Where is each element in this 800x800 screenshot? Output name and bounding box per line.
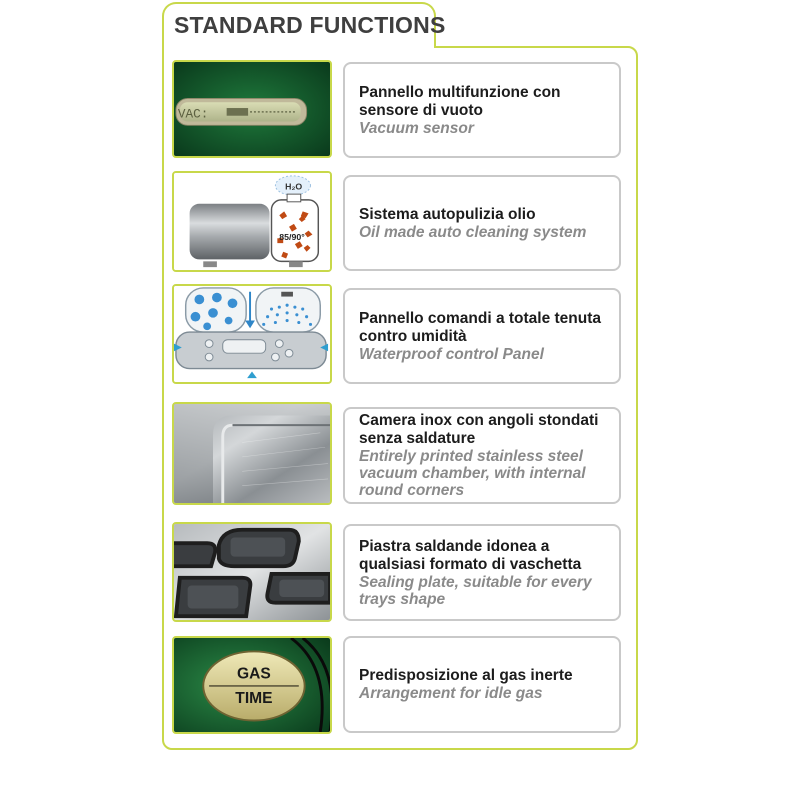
vacuum-display-text: VAC: [178, 108, 208, 122]
tab-joint [164, 44, 434, 50]
feature-title-en: round corners [359, 482, 465, 499]
waterproof-panel-icon [174, 286, 330, 382]
feature-title-en: Waterproof control Panel [359, 345, 544, 363]
stainless-chamber-image [172, 402, 332, 505]
feature-title-it: Pannello multifunzione con [359, 83, 561, 101]
feature-title-it: Sistema autopulizia olio [359, 205, 536, 223]
sealing-plate-icon [174, 524, 330, 620]
feature-title-it: Piastra saldande idonea a [359, 537, 550, 555]
feature-card-gas-time: Predisposizione al gas inerte Arrangemen… [343, 636, 621, 733]
title-tab: STANDARD FUNCTIONS [162, 2, 445, 48]
features-frame [162, 46, 638, 750]
temperature-label: 85/90° [279, 232, 305, 242]
feature-title-it: Camera inox con angoli stondati [359, 412, 599, 429]
gas-time-image: GAS TIME [172, 636, 332, 734]
stainless-chamber-icon [174, 404, 330, 503]
sealing-plate-image [172, 522, 332, 622]
feature-title-it: Predisposizione al gas inerte [359, 667, 573, 684]
feature-title-en: Arrangement for idle gas [359, 685, 543, 702]
page-title: STANDARD FUNCTIONS [174, 12, 446, 38]
oil-cleaning-image: H₂O 85/90° [172, 171, 332, 272]
feature-title-it: contro umidità [359, 327, 467, 345]
feature-card-stainless-chamber: Camera inox con angoli stondati senza sa… [343, 407, 621, 504]
gas-label: GAS [237, 665, 271, 682]
vacuum-sensor-image: VAC: [172, 60, 332, 158]
time-label: TIME [235, 690, 272, 707]
feature-title-en: Sealing plate, suitable for every [359, 573, 592, 591]
vacuum-display-icon: VAC: [174, 62, 330, 156]
feature-title-en: Entirely printed stainless steel [359, 448, 583, 465]
feature-card-sealing-plate: Piastra saldande idonea a qualsiasi form… [343, 524, 621, 621]
feature-card-waterproof-panel: Pannello comandi a totale tenuta contro … [343, 288, 621, 384]
feature-title-it: senza saldature [359, 430, 476, 447]
gas-time-icon: GAS TIME [174, 638, 330, 732]
feature-title-en: vacuum chamber, with internal [359, 465, 586, 482]
waterproof-panel-image [172, 284, 332, 384]
oil-cleaning-icon: H₂O 85/90° [174, 173, 330, 270]
feature-title-it: sensore di vuoto [359, 101, 484, 119]
feature-title-en: Vacuum sensor [359, 119, 474, 137]
feature-card-oil-cleaning: Sistema autopulizia olio Oil made auto c… [343, 175, 621, 271]
water-label: H₂O [285, 181, 302, 191]
feature-title-it: qualsiasi formato di vaschetta [359, 555, 582, 573]
feature-title-en: trays shape [359, 590, 446, 608]
feature-title-it: Pannello comandi a totale tenuta [359, 309, 602, 327]
feature-card-vacuum-sensor: Pannello multifunzione con sensore di vu… [343, 62, 621, 158]
feature-title-en: Oil made auto cleaning system [359, 223, 587, 241]
